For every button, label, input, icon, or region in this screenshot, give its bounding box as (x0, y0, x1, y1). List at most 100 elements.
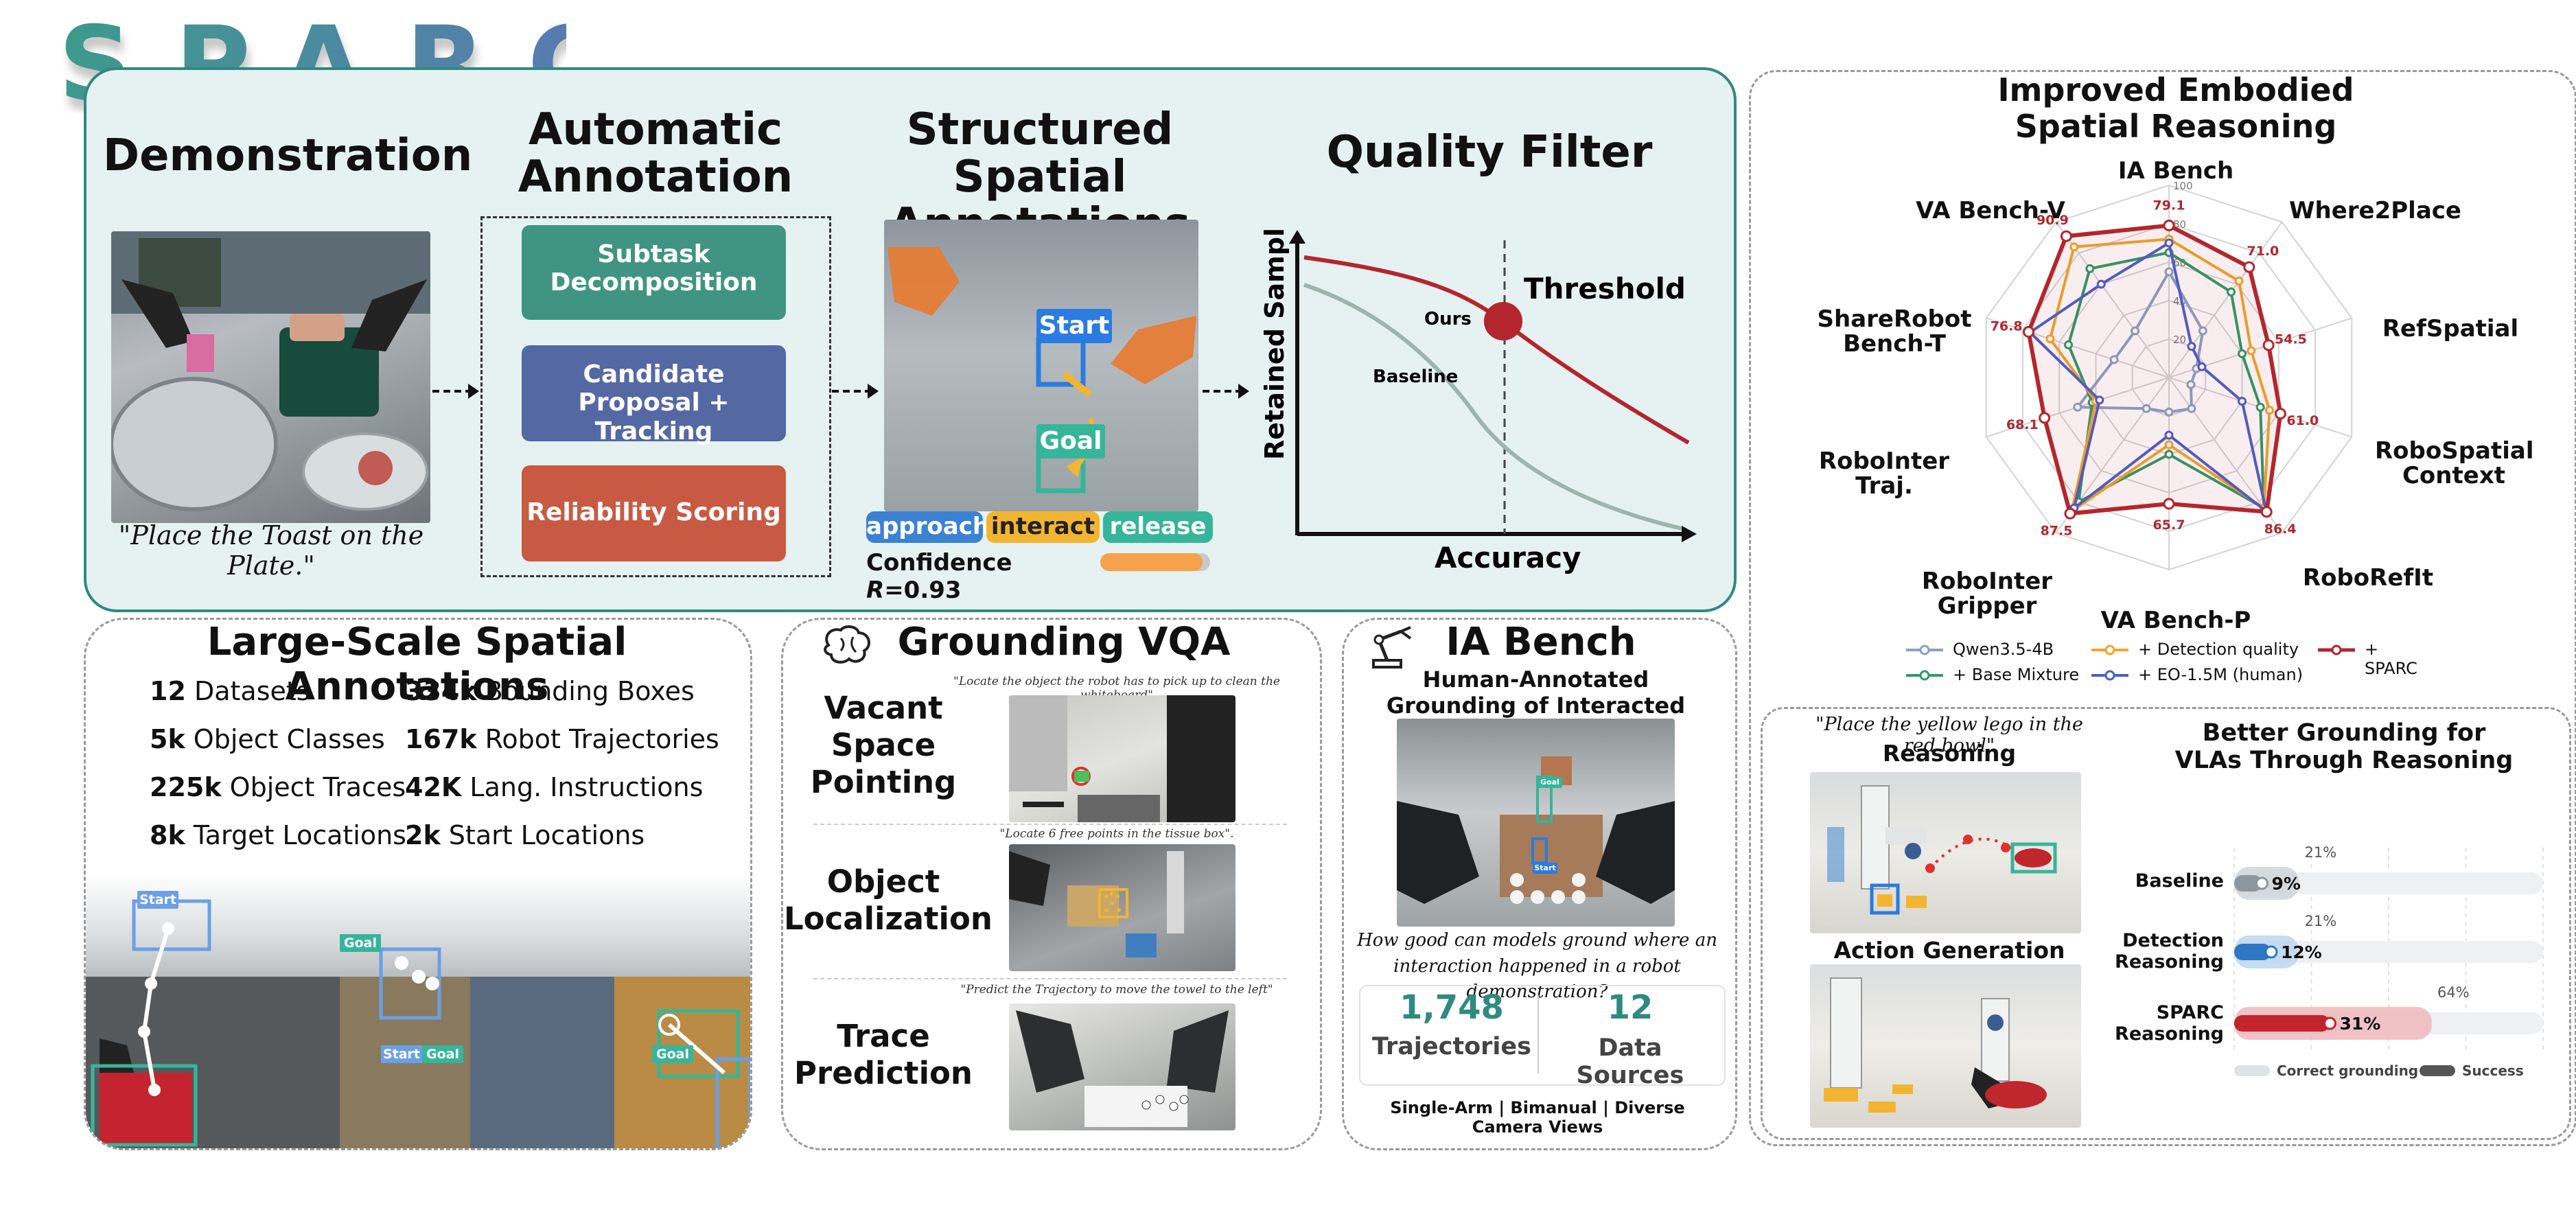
vqa-label-localization: Object Localization (784, 863, 993, 937)
vqa-image-vacant (1009, 695, 1235, 822)
radar-value-label: 54.5 (2275, 332, 2307, 347)
radar-point (2073, 402, 2082, 412)
large-scale-panel: Start Goal Start Goal Goal (84, 618, 752, 1150)
demonstration-image (111, 231, 430, 523)
radar-series--sparc (2026, 223, 2283, 516)
vla-success-marker (2255, 876, 2268, 890)
arrow-right-icon (432, 384, 479, 399)
threshold-label: Threshold (1524, 272, 1686, 305)
radar-point (2255, 402, 2265, 412)
radar-point (2164, 450, 2174, 459)
vla-category-detection: Detection Reasoning (2100, 930, 2224, 973)
radar-legend: Qwen3.5-4B + Detection quality + SPARC +… (1905, 640, 2426, 695)
radar-point (2187, 342, 2196, 351)
radar-value-label: 76.8 (1991, 318, 2023, 334)
radar-value-label: 65.7 (2153, 518, 2185, 533)
vla-success-label: 12% (2281, 942, 2322, 962)
reasoning-scene-graphic (1827, 785, 2057, 915)
collage-goal-tag-2: Goal (422, 1045, 463, 1063)
radar-point (2064, 507, 2076, 520)
vla-bar-chart: 9%21%12%21%31%64% (2233, 844, 2544, 1050)
radar-point (2096, 279, 2106, 289)
vqa-image-trace (1009, 1003, 1235, 1130)
vqa-prompt-localization: "Locate 6 free points in the tissue box"… (999, 827, 1234, 841)
arrow-right-icon (832, 384, 879, 399)
axis-label-refspatial: RefSpatial (2382, 315, 2519, 342)
radar-point (2163, 498, 2175, 510)
vla-track (2234, 941, 2543, 963)
radar-point (2164, 238, 2174, 248)
ia-bench-image (1397, 719, 1675, 927)
instruction-quote: "Place the Toast on the Plate." (118, 520, 424, 581)
overlay-goal-tag: Goal (1036, 424, 1105, 458)
reasoning-title: Reasoning (1882, 740, 2017, 767)
quality-filter-title: Quality Filter (1326, 127, 1653, 178)
legend-label-success: Success (2462, 1062, 2524, 1079)
axis-label-sharerobot-bench-t: ShareRobot Bench-T (1817, 305, 1972, 358)
vla-success-label: 31% (2340, 1014, 2381, 1034)
structured-annotation-image (884, 220, 1198, 511)
brain-icon (824, 625, 870, 664)
radar-value-label: 61.0 (2286, 413, 2319, 428)
collage-graphic (86, 899, 750, 1148)
radar-ring-label: 60 (2173, 257, 2186, 269)
reasoning-image (1810, 772, 2081, 933)
radar-value-label: 68.1 (2006, 417, 2039, 432)
kitchen-scene-graphic (111, 231, 430, 511)
axis-label-roborefit: RoboRefIt (2302, 564, 2434, 592)
arrow-right-icon (1203, 384, 1249, 399)
automatic-annotation-title: Automatic Annotation (518, 104, 793, 203)
radar-point (2247, 346, 2256, 356)
radar-point (2164, 440, 2174, 450)
vla-correct-label: 21% (2305, 844, 2337, 861)
action-generation-image (1810, 964, 2081, 1128)
legend-swatch-detection (2091, 644, 2128, 655)
radar-point (2164, 407, 2174, 417)
vla-chart-title: Better Grounding for VLAs Through Reason… (2174, 719, 2514, 775)
vla-success-bar (2234, 944, 2271, 960)
threshold-point (1484, 302, 1522, 340)
ia-bench-title: IA Bench (1446, 620, 1636, 664)
axis-label-robointer-gripper: RoboInter Gripper (1921, 568, 2053, 620)
legend-label-detection: + Detection quality (2138, 640, 2299, 659)
confidence-variable: R (866, 577, 885, 604)
axis-label-robospatial-context: RoboSpatial Context (2375, 437, 2534, 489)
quality-filter-plot: Ours Baseline Threshold Retained Samples… (1260, 230, 1697, 574)
vla-category-baseline: Baseline (2135, 870, 2224, 892)
radar-value-label: 87.5 (2041, 523, 2073, 538)
axis-label-va-bench-p: VA Bench-P (2100, 607, 2251, 634)
stat-bounding-boxes: 334k Bounding Boxes (405, 676, 695, 706)
ia-bench-subtitle: Human-Annotated Grounding of Interacted … (1386, 666, 1686, 744)
phase-interact: interact (986, 511, 1100, 543)
vla-success-marker (2264, 945, 2278, 959)
radar-point (2109, 355, 2119, 364)
collage-start-tag-2: Start (381, 1045, 422, 1063)
baseline-label: Baseline (1373, 367, 1458, 387)
axis-label-ia-bench: IA Bench (2117, 157, 2234, 185)
stat-trajectories-value: 1,748 (1400, 988, 1504, 1027)
vla-correct-label: 64% (2437, 984, 2470, 1001)
stat-data-sources-value: 12 (1607, 988, 1653, 1027)
stat-target-locations: 8k Target Locations (150, 820, 406, 850)
radar-point (2262, 339, 2275, 351)
vqa-prompt-trace: "Predict the Trajectory to move the towe… (960, 983, 1273, 997)
vqa-image-localization (1009, 844, 1235, 971)
radar-value-label: 90.9 (2037, 213, 2069, 228)
ia-bench-goal-tag: Goal (1538, 777, 1562, 788)
radar-point (2187, 404, 2196, 413)
ia-bench-scene-graphic (1397, 756, 1675, 904)
vqa-label-trace: Trace Prediction (794, 1018, 973, 1091)
vqa-divider-2 (813, 978, 1287, 979)
robot-arm-icon (1372, 626, 1412, 669)
radar-spoke (1986, 317, 2170, 378)
confidence-readout: Confidence R=0.93 (866, 549, 1093, 604)
axis-label-va-bench-v: VA Bench-V (1916, 197, 2065, 224)
confidence-bar-fill (1100, 553, 1203, 571)
stat-trajectories-label: Trajectories (1372, 1033, 1531, 1060)
radar-spoke (2168, 221, 2283, 378)
legend-label-correct: Correct grounding (2277, 1062, 2419, 1079)
radar-value-label: 79.1 (2153, 198, 2185, 213)
radar-point (2095, 395, 2104, 405)
radar-point (2085, 264, 2095, 273)
vla-success-marker (2323, 1016, 2336, 1030)
